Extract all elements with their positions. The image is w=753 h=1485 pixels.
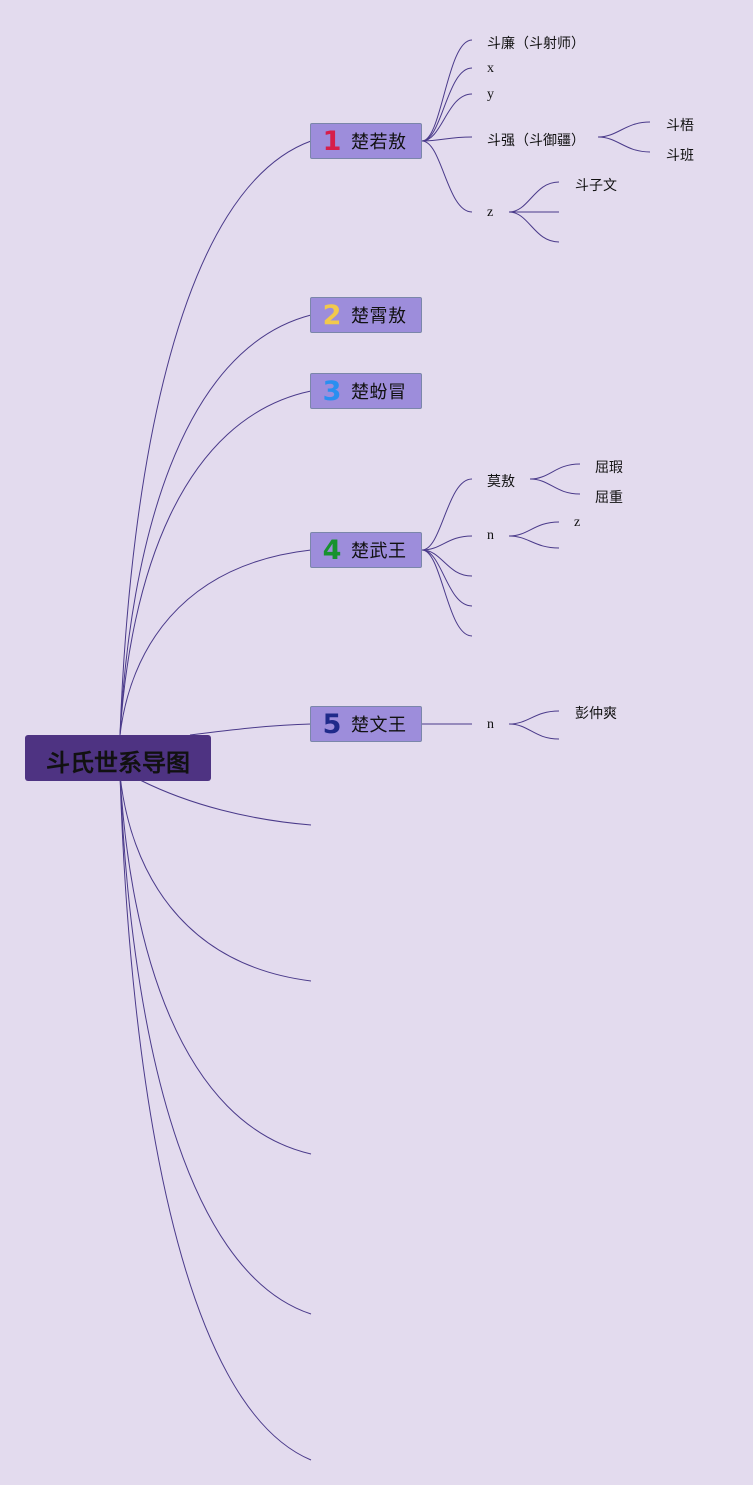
branch-node-4[interactable]: 4 楚武王 [310,532,422,568]
link-root-branch-2 [119,314,312,736]
link-root-empty-2 [119,774,312,982]
leaf-z-1[interactable]: z [487,205,494,220]
leaf-dou-lian[interactable]: 斗廉（斗射师） [487,36,585,52]
link-root-empty-3 [119,774,312,1155]
link-root-branch-4 [119,549,312,736]
number-badge-5: 5 [322,708,342,740]
link-b4-n [421,535,473,551]
link-b1-x [421,67,473,142]
branch-node-5[interactable]: 5 楚文王 [310,706,422,742]
link-root-empty-4 [119,774,312,1315]
leaf-peng-zhongshuang[interactable]: 彭仲爽 [575,706,617,722]
root-label: 斗氏世系导图 [46,748,190,777]
leaf-dou-ban[interactable]: 斗班 [666,148,694,164]
leaf-dou-qiang[interactable]: 斗强（斗御疆） [487,133,585,149]
leaf-qu-xia[interactable]: 屈瑕 [595,460,623,476]
link-root-branch-3 [119,390,312,736]
number-badge-2: 2 [322,299,342,331]
link-dou-qiang-dou-ban [597,136,651,153]
link-z-empty-2 [508,211,560,243]
link-b4-empty-1 [421,549,473,577]
leaf-n-1[interactable]: n [487,528,494,543]
link-b4-empty-3 [421,549,473,637]
link-n2-empty [508,723,560,740]
branch-label-2: 楚霄敖 [351,306,407,327]
link-b1-y [421,93,473,142]
link-b4-empty-2 [421,549,473,607]
leaf-n-2[interactable]: n [487,717,494,732]
branch-node-3[interactable]: 3 楚蚡冒 [310,373,422,409]
link-mo-ao-qu-zhong [529,478,581,495]
number-badge-1: 1 [322,125,342,157]
link-mo-ao-qu-xia [529,463,581,480]
link-root-empty-5 [119,774,312,1461]
link-n-z [508,521,560,537]
link-n2-peng [508,710,560,725]
link-b1-dou-qiang [421,136,473,142]
link-b1-z [421,140,473,213]
branch-label-4: 楚武王 [351,541,407,562]
link-b4-mo-ao [421,478,473,551]
branch-node-2[interactable]: 2 楚霄敖 [310,297,422,333]
root-node[interactable]: 斗氏世系导图 [25,735,211,781]
leaf-mo-ao[interactable]: 莫敖 [487,474,515,490]
branch-label-3: 楚蚡冒 [351,382,407,403]
branch-label-1: 楚若敖 [351,132,407,153]
leaf-dou-wu[interactable]: 斗梧 [666,118,694,134]
link-root-empty-1 [139,779,312,826]
link-b1-dou-lian [421,39,473,142]
number-badge-4: 4 [322,534,342,566]
leaf-qu-zhong[interactable]: 屈重 [595,490,623,506]
branch-label-5: 楚文王 [351,715,407,736]
leaf-z-2[interactable]: z [574,515,581,530]
number-badge-3: 3 [322,375,342,407]
link-n-empty [508,535,560,549]
link-dou-qiang-dou-wu [597,121,651,138]
link-root-branch-1 [119,140,312,736]
branch-node-1[interactable]: 1 楚若敖 [310,123,422,159]
leaf-dou-ziwen[interactable]: 斗子文 [575,178,617,194]
link-root-branch-5 [189,723,312,736]
leaf-x[interactable]: x [487,61,494,76]
leaf-y[interactable]: y [487,87,494,102]
link-z-dou-ziwen [508,181,560,213]
